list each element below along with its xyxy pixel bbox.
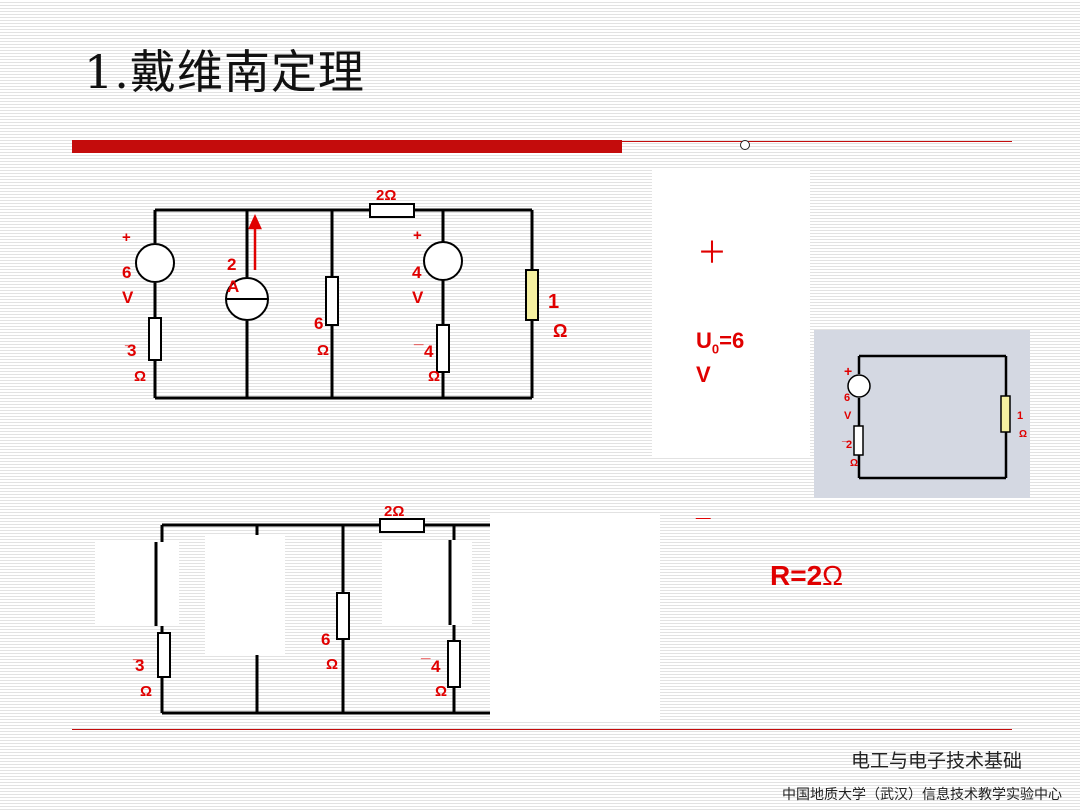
load-unit: Ω	[553, 321, 567, 341]
bottom-resistor-4ohm	[447, 640, 461, 688]
bottom-r1-unit: Ω	[140, 683, 152, 700]
voltage-source-6v	[135, 243, 175, 283]
circle-marker	[740, 140, 750, 150]
current-source-unit: A	[227, 277, 239, 296]
removed-source-cover-3	[382, 540, 472, 625]
source1-plus: +	[122, 229, 131, 246]
load-resistor-1ohm	[525, 269, 539, 321]
source1-minus: _	[124, 329, 135, 348]
title-underline-line	[622, 141, 1012, 142]
bottom-resistor-3ohm	[157, 632, 171, 678]
resistor-3ohm	[148, 317, 162, 361]
r-mid-unit: Ω	[317, 342, 329, 359]
bottom-r2-unit: Ω	[435, 683, 447, 700]
equivalent-load-resistor	[1000, 395, 1011, 433]
source1-unit: V	[122, 288, 134, 307]
r-mid-value: 6	[314, 314, 323, 333]
r1-unit: Ω	[134, 368, 146, 385]
bottom-r1-value: 3	[135, 656, 144, 675]
bottom-top-resistor	[379, 518, 425, 533]
slide-title: 1.戴维南定理	[84, 45, 365, 99]
source1-value: 6	[122, 263, 131, 282]
footer-divider	[72, 729, 1012, 730]
current-arrow-icon	[248, 213, 262, 230]
bottom-circuit-diagram: 2Ω _ 3 Ω 6 Ω _ 4 Ω	[95, 505, 490, 715]
top-resistor-label: 2Ω	[376, 187, 396, 204]
resistor-6ohm	[325, 276, 339, 326]
equivalent-circuit-diagram: + 6 V _ 2 Ω 1 Ω	[841, 354, 1027, 480]
u0-plus: ＋	[697, 237, 727, 270]
bottom-r-mid-unit: Ω	[326, 656, 338, 673]
current-source-value: 2	[227, 255, 236, 274]
equivalent-r-unit: Ω	[850, 458, 858, 469]
footer-organization: 中国地质大学（武汉）信息技术教学实验中心	[782, 787, 1062, 803]
top-resistor	[369, 203, 415, 218]
r2-value: 4	[424, 342, 434, 361]
resistor-4ohm	[436, 324, 450, 373]
equivalent-load-value: 1	[1017, 410, 1023, 422]
source2-value: 4	[412, 263, 422, 282]
bottom-r2-minus: _	[420, 642, 431, 661]
bottom-top-resistor-label: 2Ω	[384, 505, 404, 520]
equivalent-load-unit: Ω	[1019, 429, 1027, 440]
load-value: 1	[548, 291, 559, 313]
title-underline-bar	[72, 140, 622, 153]
r1-value: 3	[127, 341, 136, 360]
r2-unit: Ω	[428, 368, 440, 385]
removed-source-cover-1	[95, 542, 179, 626]
source2-unit: V	[412, 288, 424, 307]
thevenin-voltage-panel	[652, 170, 810, 456]
equivalent-plus: +	[844, 363, 852, 379]
bottom-r2-value: 4	[431, 657, 441, 676]
source2-minus: _	[413, 328, 424, 347]
bottom-right-white-panel	[490, 515, 660, 721]
footer-course-name: 电工与电子技术基础	[850, 750, 1022, 772]
equivalent-resistance: R=2Ω	[770, 560, 844, 591]
equivalent-voltage-source	[847, 374, 871, 398]
voltage-source-4v	[423, 241, 463, 281]
equivalent-r-value: 2	[846, 439, 852, 451]
equivalent-source-value: 6	[844, 392, 850, 404]
bottom-r-mid-value: 6	[321, 630, 330, 649]
equivalent-minus: _	[841, 429, 849, 443]
bottom-resistor-6ohm	[336, 592, 350, 640]
bottom-r1-minus: _	[132, 643, 143, 662]
equivalent-source-unit: V	[844, 410, 852, 422]
top-circuit-diagram: 2Ω + 6 V _ 3 Ω 2 A 6 Ω + 4 V _ 4 Ω 1 Ω	[122, 187, 567, 400]
u0-minus: _	[696, 492, 711, 522]
equivalent-circuit-panel	[814, 330, 1030, 498]
equivalent-resistor	[853, 425, 864, 456]
source2-plus: +	[413, 227, 422, 244]
removed-source-cover-2	[205, 535, 285, 655]
